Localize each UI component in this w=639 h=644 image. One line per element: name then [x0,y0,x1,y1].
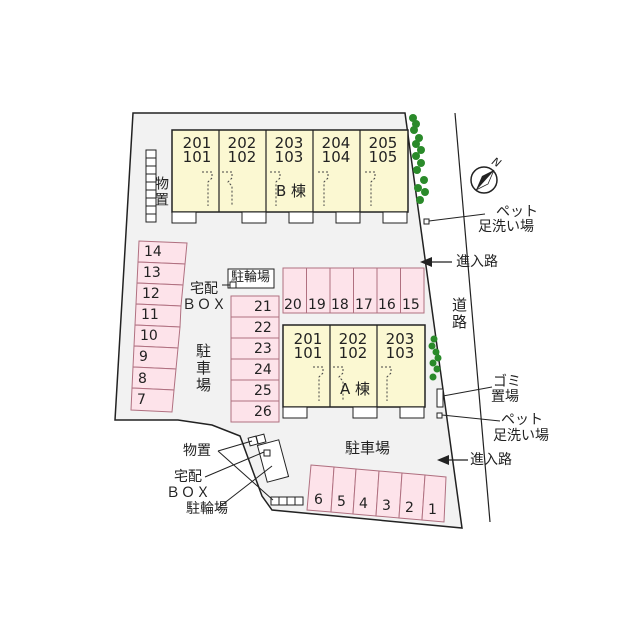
bicycle-parking-top-label: 駐輪場 [231,270,271,285]
a-unit-1-upper: 201 [293,330,323,348]
entrance-bottom-label: 進入路 [470,452,512,468]
parking-space-25: 25 [254,383,272,399]
parking-space-17: 17 [355,297,373,313]
b-unit-4-upper: 204 [321,134,351,152]
b-unit-3-lower: 103 [274,148,304,166]
a-unit-3-lower: 103 [385,344,415,362]
parking-space-8: 8 [138,371,147,387]
entrance-top-label: 進入路 [456,254,498,270]
parking-space-23: 23 [254,341,272,357]
pet-wash-marker-bottom [436,412,443,419]
entrance-arrow-top [420,257,452,267]
parking-space-26: 26 [254,404,272,420]
b-unit-5-lower: 105 [368,148,398,166]
bicycle-parking-bottom-label: 駐輪場 [186,501,228,517]
parking-space-21: 21 [254,299,272,315]
parking-space-15: 15 [402,297,420,313]
lot-outline [114,112,463,529]
garbage-area-box [436,388,444,408]
pet-wash-bottom-label-1: ペット [501,412,543,428]
parking-space-19: 19 [308,297,326,313]
garbage-label-2: 置場 [491,389,519,405]
parking-lot-left-label: 駐車場 [194,343,212,394]
parking-space-6: 6 [314,492,323,508]
parking-space-20: 20 [284,297,302,313]
bottom-leader-lines [204,440,274,509]
a-unit-3-upper: 203 [385,330,415,348]
a-unit-1-lower: 101 [293,344,323,362]
bicycle-parking-top-box [227,268,275,289]
parking-bottom [306,464,447,523]
compass-icon [470,166,498,194]
delivery-box-bottom-label-2: ＢＯＸ [166,485,211,501]
b-unit-1-upper: 201 [182,134,212,152]
parking-space-16: 16 [378,297,396,313]
pet-wash-top-label-1: ペット [496,204,538,220]
trees-a [428,335,442,381]
parking-lot-bottom-label: 駐車場 [345,439,391,457]
pet-wash-top-label-2: 足洗い場 [478,219,534,235]
road-edge-left [454,112,491,523]
trees-top [409,114,429,204]
parking-space-18: 18 [331,297,349,313]
parking-middle [230,295,280,423]
pet-wash-bottom-label-2: 足洗い場 [493,428,549,444]
parking-space-2: 2 [405,500,414,516]
a-unit-2-upper: 202 [338,330,368,348]
building-b [171,129,409,224]
parking-space-24: 24 [254,362,272,378]
garbage-label-1: ゴミ [493,374,521,390]
parking-space-3: 3 [382,498,391,514]
parking-space-1: 1 [428,502,437,518]
parking-left [130,240,188,413]
parking-top [282,267,425,314]
pet-wash-marker-top [423,218,430,225]
building-a [282,324,426,419]
parking-space-9: 9 [139,349,148,365]
delivery-box-top-label-2: ＢＯＸ [182,297,227,313]
parking-space-14: 14 [144,244,162,260]
delivery-box-top-label-1: 宅配 [190,281,218,297]
parking-space-5: 5 [337,494,346,510]
parking-space-13: 13 [143,265,161,281]
parking-space-22: 22 [254,320,272,336]
b-unit-4-lower: 104 [321,148,351,166]
parking-space-11: 11 [141,307,159,323]
b-unit-2-lower: 102 [227,148,257,166]
building-a-label: A 棟 [340,380,371,398]
road-label: 道路 [450,297,468,331]
b-unit-5-upper: 205 [368,134,398,152]
parking-space-10: 10 [140,328,158,344]
b-unit-1-lower: 101 [182,148,212,166]
delivery-box-bottom-label-1: 宅配 [174,469,202,485]
storage-rack-top [145,149,157,223]
storage-top-label: 物置 [153,176,169,208]
a-unit-2-lower: 102 [338,344,368,362]
storage-bottom-label: 物置 [183,443,211,459]
parking-space-4: 4 [359,496,368,512]
entrance-arrow-bottom [437,455,468,465]
b-unit-2-upper: 202 [227,134,257,152]
b-unit-3-upper: 203 [274,134,304,152]
parking-space-7: 7 [137,392,146,408]
building-b-label: B 棟 [276,182,307,200]
parking-space-12: 12 [142,286,160,302]
